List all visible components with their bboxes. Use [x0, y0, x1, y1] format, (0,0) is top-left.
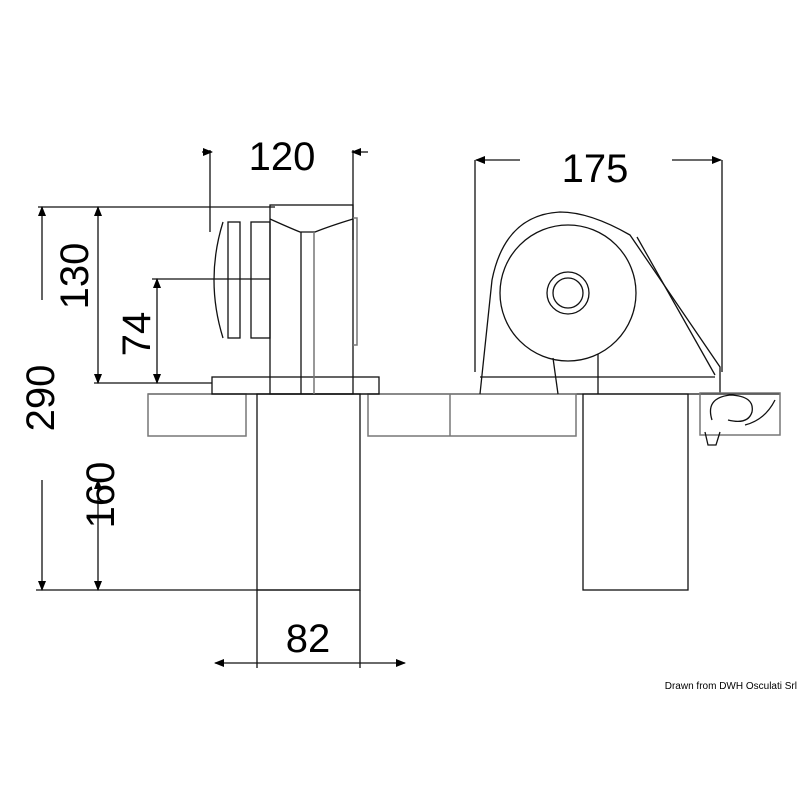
dim-label-74: 74 — [115, 312, 159, 357]
dim-label-160: 160 — [79, 462, 123, 529]
dimension-arrows — [38, 148, 722, 667]
dim-label-82: 82 — [286, 617, 331, 661]
right-winch-front-view — [479, 211, 781, 446]
dim-label-290: 290 — [19, 365, 63, 432]
dim-label-175: 175 — [562, 147, 629, 191]
left-winch-side-view — [211, 204, 380, 395]
credit-text: Drawn from DWH Osculati Srl — [665, 681, 797, 692]
dim-label-120: 120 — [249, 135, 316, 179]
dim-label-130: 130 — [53, 243, 97, 310]
deck-section — [147, 393, 780, 591]
